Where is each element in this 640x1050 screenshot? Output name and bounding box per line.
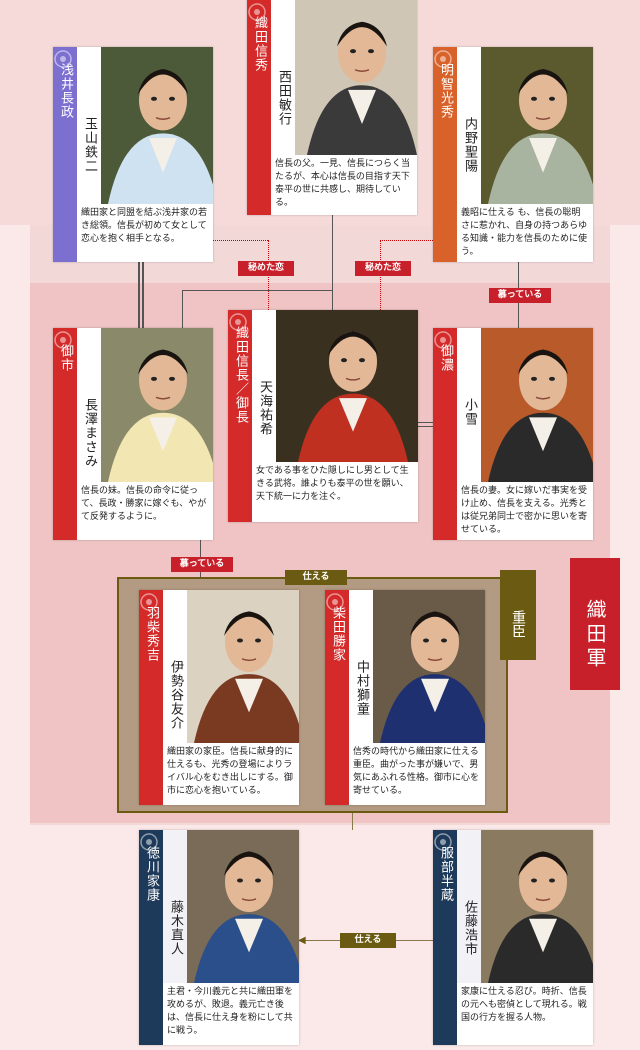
character-photo	[481, 830, 593, 983]
character-photo	[101, 328, 213, 482]
dotted-line	[380, 240, 435, 241]
character-card-hanzo[interactable]: 服部半蔵佐藤浩市家康に仕える忍び。時折、信長の元へも密偵として現れる。戦国の行方…	[433, 830, 593, 1045]
character-role: 柴田勝家	[325, 590, 349, 805]
dotted-line	[213, 240, 268, 241]
retainers-label: 重臣	[500, 570, 536, 660]
character-role: 明智光秀	[433, 47, 457, 262]
crest-icon	[434, 49, 455, 69]
character-photo	[101, 47, 213, 204]
character-description: 信長の妹。信長の命令に従って、長政・勝家に嫁ぐも、やがて反発するように。	[77, 482, 213, 540]
actor-name: 佐藤浩市	[457, 830, 481, 983]
actor-name: 長澤まさみ	[77, 328, 101, 482]
arrow-left-icon: ◀	[298, 935, 306, 946]
character-role: 服部半蔵	[433, 830, 457, 1045]
character-photo	[187, 830, 299, 983]
crest-icon	[229, 312, 250, 332]
character-role: 御濃	[433, 328, 457, 540]
character-description: 家康に仕える忍び。時折、信長の元へも密偵として現れる。戦国の行方を握る人物。	[457, 983, 593, 1045]
crest-icon	[326, 592, 347, 612]
character-description: 義昭に仕える も、信長の聡明さに惹かれ、自身の持つあらゆる知識・能力を信長のため…	[457, 204, 593, 262]
character-photo	[481, 47, 593, 204]
actor-name: 藤木直人	[163, 830, 187, 983]
character-description: 女である事をひた隠しにし男として生きる武将。誰よりも泰平の世を願い、天下統一に力…	[252, 462, 418, 522]
character-role: 織田信秀	[247, 0, 271, 215]
character-description: 織田家と同盟を結ぶ浅井家の若き総領。信長が初めて女として恋心を抱く相手となる。	[77, 204, 213, 262]
character-card-nobuhide[interactable]: 織田信秀西田敏行信長の父。一見、信長につらく当たるが、本心は信長の目指す天下泰平…	[247, 0, 417, 215]
serve-tag: 仕える	[285, 570, 347, 585]
character-card-asai[interactable]: 浅井長政玉山鉄二織田家と同盟を結ぶ浅井家の若き総領。信長が初めて女として恋心を抱…	[53, 47, 213, 262]
character-role: 羽柴秀吉	[139, 590, 163, 805]
connector-line	[418, 426, 434, 427]
actor-name: 伊勢谷友介	[163, 590, 187, 743]
character-card-oichi[interactable]: 御市長澤まさみ信長の妹。信長の命令に従って、長政・勝家に嫁ぐも、やがて反発するよ…	[53, 328, 213, 540]
actor-name: 西田敏行	[271, 0, 295, 155]
connector-line	[138, 262, 140, 328]
character-photo	[187, 590, 299, 743]
crest-icon	[140, 832, 161, 852]
character-role: 御市	[53, 328, 77, 540]
character-description: 信長の父。一見、信長につらく当たるが、本心は信長の目指す天下泰平の世に共感し、期…	[271, 155, 417, 215]
character-description: 主君・今川義元と共に織田軍を攻めるが、敗退。義元亡き後は、信長に仕え身を粉にして…	[163, 983, 299, 1045]
character-card-nou[interactable]: 御濃小雪信長の妻。女に嫁いだ事実を受け止め、信長を支える。光秀とは従兄弟同士で密…	[433, 328, 593, 540]
actor-name: 中村獅童	[349, 590, 373, 743]
crest-icon	[434, 832, 455, 852]
crest-icon	[140, 592, 161, 612]
character-card-katsuie[interactable]: 柴田勝家中村獅童信秀の時代から織田家に仕える重臣。曲がった事が嫌いで、男気にあふ…	[325, 590, 485, 805]
actor-name: 玉山鉄二	[77, 47, 101, 204]
character-role: 浅井長政	[53, 47, 77, 262]
crest-icon	[54, 49, 75, 69]
character-card-hideyoshi[interactable]: 羽柴秀吉伊勢谷友介織田家の家臣。信長に献身的に仕えるも、光秀の登場によりライバル…	[139, 590, 299, 805]
character-photo	[276, 310, 418, 462]
connector-line	[332, 215, 333, 310]
secret-love-tag: 秘めた恋	[355, 261, 411, 276]
oda-army-label: 織田軍	[570, 558, 620, 690]
actor-name: 天海祐希	[252, 310, 276, 462]
character-description: 信長の妻。女に嫁いだ事実を受け止め、信長を支える。光秀とは従兄弟同士で密かに思い…	[457, 482, 593, 540]
actor-name: 内野聖陽	[457, 47, 481, 204]
crest-icon	[248, 2, 269, 22]
serve-tag: 仕える	[340, 933, 396, 948]
character-card-mitsuhide[interactable]: 明智光秀内野聖陽義昭に仕える も、信長の聡明さに惹かれ、自身の持つあらゆる知識・…	[433, 47, 593, 262]
connector-line	[182, 290, 332, 291]
connector-line	[182, 290, 183, 328]
character-role: 織田信長／御長	[228, 310, 252, 522]
crest-icon	[434, 330, 455, 350]
character-description: 織田家の家臣。信長に献身的に仕えるも、光秀の登場によりライバル心をむき出しにする…	[163, 743, 299, 805]
character-role: 徳川家康	[139, 830, 163, 1045]
character-photo	[295, 0, 417, 155]
character-card-ieyasu[interactable]: 徳川家康藤木直人主君・今川義元と共に織田軍を攻めるが、敗退。義元亡き後は、信長に…	[139, 830, 299, 1045]
connector-line	[418, 422, 434, 423]
admire-tag: 慕っている	[489, 288, 551, 303]
character-card-nobunaga[interactable]: 織田信長／御長天海祐希女である事をひた隠しにし男として生きる武将。誰よりも泰平の…	[228, 310, 418, 522]
character-photo	[481, 328, 593, 482]
crest-icon	[54, 330, 75, 350]
connector-line	[142, 262, 144, 328]
admire-tag: 慕っている	[171, 557, 233, 572]
character-photo	[373, 590, 485, 743]
actor-name: 小雪	[457, 328, 481, 482]
character-description: 信秀の時代から織田家に仕える重臣。曲がった事が嫌いで、男気にあふれる性格。御市に…	[349, 743, 485, 805]
secret-love-tag: 秘めた恋	[238, 261, 294, 276]
